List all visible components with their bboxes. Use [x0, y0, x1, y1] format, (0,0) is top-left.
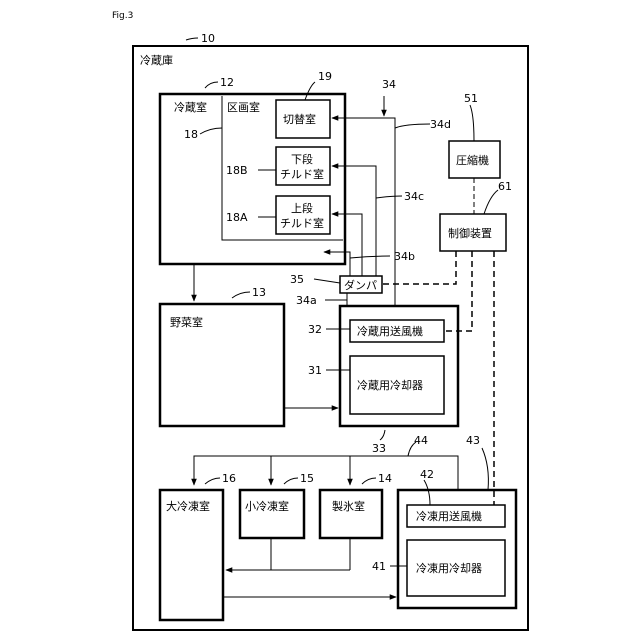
partition-room-label: 区画室	[227, 100, 260, 114]
lower-chilled-label-1: 下段	[291, 152, 313, 166]
ref-42: 42	[420, 468, 434, 481]
ref-10: 10	[201, 32, 215, 45]
leader-51	[470, 105, 474, 141]
vegetable-room-label: 野菜室	[170, 315, 203, 329]
leader-43	[482, 448, 488, 490]
leader-34d	[395, 124, 430, 128]
ref-18: 18	[184, 128, 198, 141]
ref-34: 34	[382, 78, 396, 91]
duct-to-upper-chilled	[332, 214, 362, 276]
leader-18	[200, 128, 222, 134]
ref-19: 19	[318, 70, 332, 83]
ref-43: 43	[466, 434, 480, 447]
ref-34c: 34c	[404, 190, 424, 203]
leader-34b	[350, 256, 390, 258]
leader-42	[424, 480, 430, 505]
leader-33	[380, 430, 385, 440]
ref-35: 35	[290, 273, 304, 286]
ref-14: 14	[378, 472, 392, 485]
ref-33: 33	[372, 442, 386, 455]
ref-34b: 34b	[394, 250, 415, 263]
small-freezer-label: 小冷凍室	[245, 499, 289, 513]
leader-13	[232, 292, 250, 298]
ref-41: 41	[372, 560, 386, 573]
fridge-room-label: 冷蔵室	[174, 100, 207, 114]
freezer-fan-label: 冷凍用送風機	[416, 509, 482, 523]
ref-15: 15	[300, 472, 314, 485]
leader-14	[362, 478, 376, 484]
leader-35	[314, 279, 340, 283]
upper-chilled-label-1: 上段	[291, 201, 313, 215]
switch-room-label: 切替室	[283, 112, 316, 126]
ref-12: 12	[220, 76, 234, 89]
fridge-cooler-label: 冷蔵用冷却器	[357, 379, 423, 392]
ref-13: 13	[252, 286, 266, 299]
ref-34a: 34a	[296, 294, 317, 307]
compressor-label: 圧縮機	[456, 153, 489, 167]
damper-label: ダンパ	[344, 278, 377, 292]
figure-label: Fig.3	[112, 11, 133, 21]
ref-18B: 18B	[226, 164, 248, 177]
freezer-cooling-unit-box	[398, 490, 516, 608]
duct-34d	[332, 118, 395, 306]
leader-34c	[376, 196, 402, 198]
leader-15	[284, 478, 298, 484]
fridge-fan-label: 冷蔵用送風機	[357, 324, 423, 338]
large-freezer-label: 大冷凍室	[166, 499, 210, 513]
small-freezer-box	[240, 490, 304, 538]
ref-34d: 34d	[430, 118, 451, 131]
ref-44: 44	[414, 434, 428, 447]
leader-12	[205, 82, 218, 88]
ice-room-box	[320, 490, 382, 538]
ref-31: 31	[308, 364, 322, 377]
duct-34c	[332, 166, 376, 276]
ref-16: 16	[222, 472, 236, 485]
leader-10	[186, 38, 198, 40]
ref-61: 61	[498, 180, 512, 193]
leader-16	[205, 478, 220, 484]
ref-51: 51	[464, 92, 478, 105]
leader-61	[484, 190, 498, 214]
refrigerator-label: 冷蔵庫	[140, 53, 173, 67]
upper-chilled-label-2: チルド室	[280, 216, 324, 230]
lower-chilled-label-2: チルド室	[280, 167, 324, 181]
ref-18A: 18A	[226, 211, 248, 224]
controller-label: 制御装置	[448, 226, 492, 240]
ice-room-label: 製氷室	[332, 499, 365, 513]
ref-32: 32	[308, 323, 322, 336]
freezer-cooler-label: 冷凍用冷却器	[416, 562, 482, 575]
leader-19	[305, 82, 315, 100]
fridge-cooling-unit-box	[340, 306, 458, 426]
